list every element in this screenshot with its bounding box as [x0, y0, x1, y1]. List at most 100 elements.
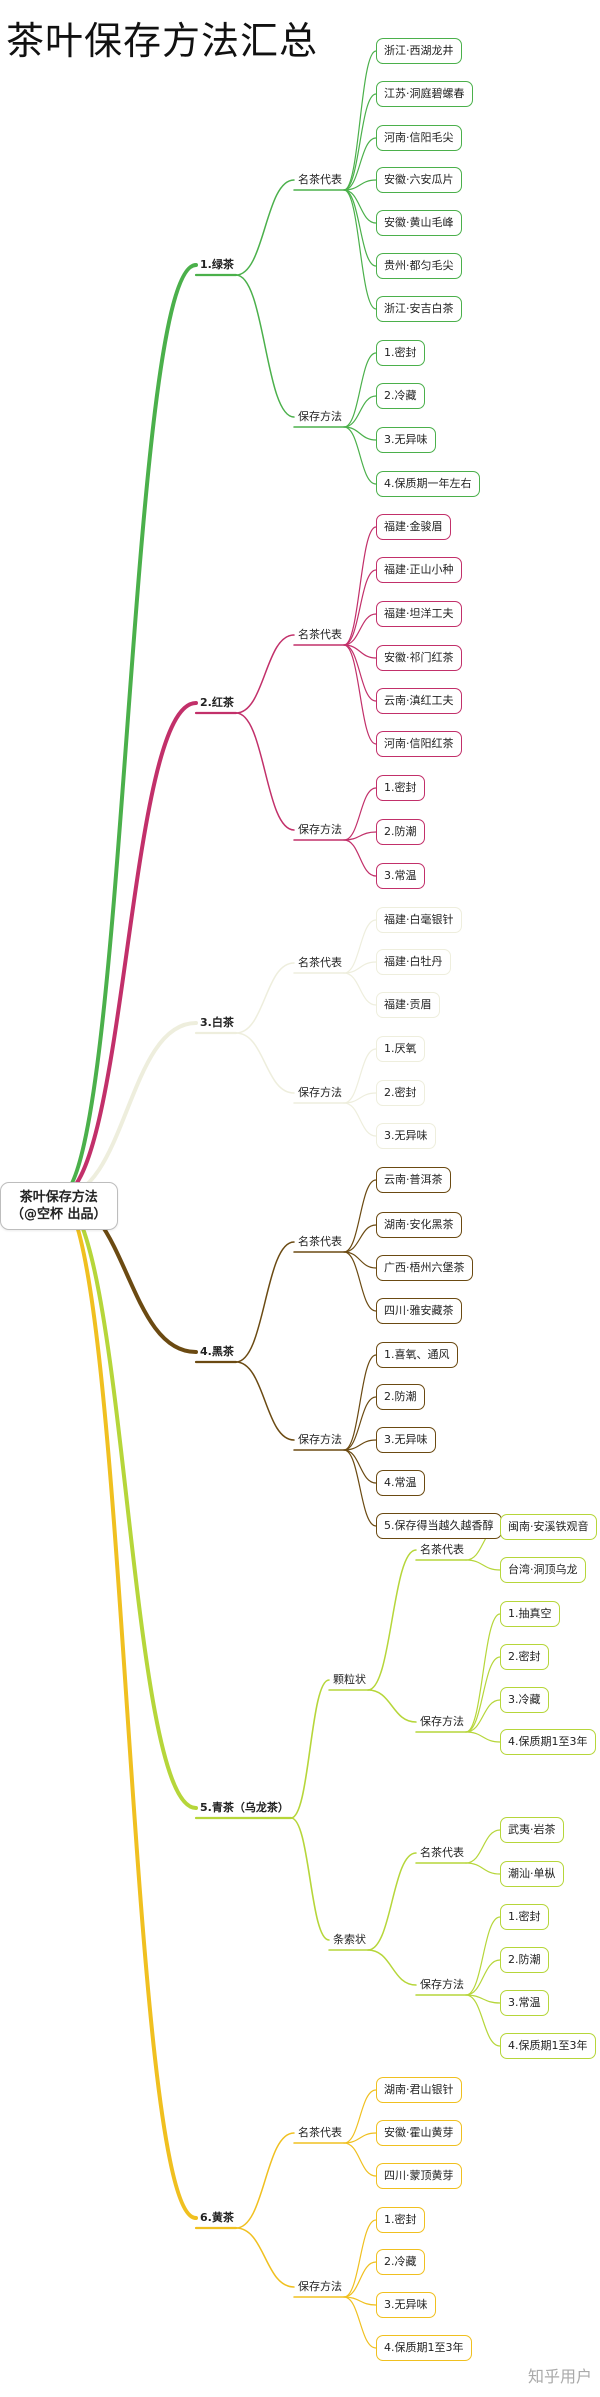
branch-black-item-0-2[interactable]: 广西·梧州六堡茶 — [376, 1255, 473, 1281]
branch-oolong-sub-0-item-1-0[interactable]: 1.抽真空 — [500, 1601, 560, 1627]
branch-oolong-sub-1-item-1-2[interactable]: 3.常温 — [500, 1990, 549, 2016]
branch-oolong-sub-1-item-1-0[interactable]: 1.密封 — [500, 1904, 549, 1930]
branch-black-item-link-1-4 — [343, 1449, 377, 1527]
branch-black-item-0-1[interactable]: 湖南·安化黑茶 — [376, 1212, 462, 1238]
branch-black[interactable]: 4.黑茶 — [200, 1345, 234, 1358]
branch-oolong-sub-0-item-1-1[interactable]: 2.密封 — [500, 1644, 549, 1670]
branch-red-item-0-3[interactable]: 安徽·祁门红茶 — [376, 645, 462, 671]
branch-yellow-item-link-0-1 — [343, 2132, 377, 2144]
branch-oolong-sub-1-item-1-1[interactable]: 2.防潮 — [500, 1947, 549, 1973]
branch-oolong[interactable]: 5.青茶（乌龙茶） — [200, 1801, 289, 1814]
branch-white-item-0-2[interactable]: 福建·贡眉 — [376, 992, 440, 1018]
branch-green-group-1[interactable]: 保存方法 — [298, 410, 342, 423]
branch-yellow-item-1-3[interactable]: 4.保质期1至3年 — [376, 2335, 472, 2361]
branch-white-group-0[interactable]: 名茶代表 — [298, 956, 342, 969]
watermark: 知乎用户 — [527, 2367, 592, 2386]
branch-red-link-1 — [235, 712, 295, 831]
branch-white-link-0 — [235, 962, 295, 1034]
branch-red-item-1-1[interactable]: 2.防潮 — [376, 819, 425, 845]
branch-yellow-item-0-1[interactable]: 安徽·霍山黄芽 — [376, 2120, 462, 2146]
branch-green-item-0-4[interactable]: 安徽·黄山毛峰 — [376, 210, 462, 236]
branch-oolong-sub-0-group-0[interactable]: 名茶代表 — [420, 1543, 464, 1556]
branch-green-item-0-0[interactable]: 浙江·西湖龙井 — [376, 38, 462, 64]
branch-green-item-0-5[interactable]: 贵州·都匀毛尖 — [376, 253, 462, 279]
branch-white-item-0-1[interactable]: 福建·白牡丹 — [376, 949, 451, 975]
branch-yellow[interactable]: 6.黄茶 — [200, 2211, 234, 2224]
branch-red-item-1-0[interactable]: 1.密封 — [376, 775, 425, 801]
branch-red[interactable]: 2.红茶 — [200, 696, 234, 709]
branch-white-item-link-0-1 — [343, 961, 377, 974]
branch-red-item-link-0-5 — [343, 644, 377, 745]
branch-oolong-sub-1-item-0-0[interactable]: 武夷·岩茶 — [500, 1817, 564, 1843]
branch-red-item-0-0[interactable]: 福建·金骏眉 — [376, 514, 451, 540]
branch-white[interactable]: 3.白茶 — [200, 1016, 234, 1029]
branch-yellow-item-0-0[interactable]: 湖南·君山银针 — [376, 2077, 462, 2103]
branch-green-item-0-6[interactable]: 浙江·安吉白茶 — [376, 296, 462, 322]
branch-oolong-sub-1-item-link-1-2 — [465, 1994, 501, 2004]
branch-black-link-0 — [235, 1241, 295, 1363]
branch-green-item-1-2[interactable]: 3.无异味 — [376, 427, 436, 453]
branch-red-item-link-0-4 — [343, 644, 377, 702]
branch-green[interactable]: 1.绿茶 — [200, 258, 234, 271]
branch-oolong-sub-0-item-1-3[interactable]: 4.保质期1至3年 — [500, 1729, 596, 1755]
branch-oolong-sub-1-item-1-3[interactable]: 4.保质期1至3年 — [500, 2033, 596, 2059]
branch-black-link-1 — [235, 1361, 295, 1441]
branch-green-group-0[interactable]: 名茶代表 — [298, 173, 342, 186]
branch-yellow-item-1-0[interactable]: 1.密封 — [376, 2207, 425, 2233]
branch-green-item-0-1[interactable]: 江苏·洞庭碧螺春 — [376, 81, 473, 107]
branch-green-item-1-1[interactable]: 2.冷藏 — [376, 383, 425, 409]
branch-oolong-sub-0[interactable]: 颗粒状 — [333, 1673, 366, 1686]
branch-oolong-sub-0-group-1[interactable]: 保存方法 — [420, 1715, 464, 1728]
branch-yellow-item-0-2[interactable]: 四川·蒙顶黄芽 — [376, 2163, 462, 2189]
branch-black-item-1-1[interactable]: 2.防潮 — [376, 1384, 425, 1410]
branch-oolong-sub-1[interactable]: 条索状 — [333, 1933, 366, 1946]
branch-green-item-1-3[interactable]: 4.保质期一年左右 — [376, 471, 480, 497]
branch-white-item-0-0[interactable]: 福建·白毫银针 — [376, 907, 462, 933]
branch-black-item-0-0[interactable]: 云南·普洱茶 — [376, 1167, 451, 1193]
branch-white-item-1-1[interactable]: 2.密封 — [376, 1080, 425, 1106]
branch-black-group-0[interactable]: 名茶代表 — [298, 1235, 342, 1248]
branch-oolong-sub-1-item-0-1[interactable]: 潮汕·单枞 — [500, 1861, 564, 1887]
branch-black-item-1-4[interactable]: 5.保存得当越久越香醇 — [376, 1513, 502, 1539]
branch-green-item-1-0[interactable]: 1.密封 — [376, 340, 425, 366]
branch-green-item-0-2[interactable]: 河南·信阳毛尖 — [376, 125, 462, 151]
branch-red-item-0-2[interactable]: 福建·坦洋工夫 — [376, 601, 462, 627]
page-title: 茶叶保存方法汇总 — [6, 19, 319, 63]
branch-green-item-0-3[interactable]: 安徽·六安瓜片 — [376, 167, 462, 193]
branch-black-item-1-3[interactable]: 4.常温 — [376, 1470, 425, 1496]
branch-red-item-0-4[interactable]: 云南·滇红工夫 — [376, 688, 462, 714]
branch-black-item-1-0[interactable]: 1.喜氧、通风 — [376, 1342, 458, 1368]
branch-black-item-link-0-1 — [343, 1224, 377, 1253]
branch-red-item-1-2[interactable]: 3.常温 — [376, 863, 425, 889]
branch-white-item-link-1-1 — [343, 1092, 377, 1104]
branch-red-group-0[interactable]: 名茶代表 — [298, 628, 342, 641]
branch-black-group-1[interactable]: 保存方法 — [298, 1433, 342, 1446]
branch-link-yellow — [56, 1195, 198, 2220]
branch-white-item-link-1-0 — [343, 1048, 377, 1104]
branch-yellow-group-1[interactable]: 保存方法 — [298, 2280, 342, 2293]
branch-black-item-link-1-3 — [343, 1449, 377, 1484]
branch-oolong-sub-1-group-0[interactable]: 名茶代表 — [420, 1846, 464, 1859]
branch-red-item-0-1[interactable]: 福建·正山小种 — [376, 557, 462, 583]
branch-oolong-sub-0-item-0-1[interactable]: 台湾·洞顶乌龙 — [500, 1557, 586, 1583]
branch-yellow-item-link-1-1 — [343, 2261, 377, 2298]
branch-oolong-sub-1-group-1[interactable]: 保存方法 — [420, 1978, 464, 1991]
branch-green-item-link-0-2 — [343, 137, 377, 191]
branch-red-item-0-5[interactable]: 河南·信阳红茶 — [376, 731, 462, 757]
branch-black-item-1-2[interactable]: 3.无异味 — [376, 1427, 436, 1453]
branch-oolong-sub-0-item-link-0-1 — [465, 1559, 501, 1571]
branch-black-item-0-3[interactable]: 四川·雅安藏茶 — [376, 1298, 462, 1324]
branch-oolong-sub-0-item-link-1-3 — [465, 1731, 501, 1743]
branch-white-item-1-2[interactable]: 3.无异味 — [376, 1123, 436, 1149]
branch-white-item-1-0[interactable]: 1.厌氧 — [376, 1036, 425, 1062]
branch-yellow-item-1-2[interactable]: 3.无异味 — [376, 2292, 436, 2318]
root-node[interactable]: 茶叶保存方法 （@空杯 出品） — [0, 1181, 118, 1230]
branch-oolong-sub-0-item-0-0[interactable]: 闽南·安溪铁观音 — [500, 1514, 597, 1540]
branch-red-group-1[interactable]: 保存方法 — [298, 823, 342, 836]
branch-oolong-sub-0-item-1-2[interactable]: 3.冷藏 — [500, 1687, 549, 1713]
branch-white-item-link-0-0 — [343, 919, 377, 974]
branch-white-group-1[interactable]: 保存方法 — [298, 1086, 342, 1099]
branch-yellow-group-0[interactable]: 名茶代表 — [298, 2126, 342, 2139]
branch-green-item-link-1-0 — [343, 352, 377, 428]
branch-yellow-item-1-1[interactable]: 2.冷藏 — [376, 2249, 425, 2275]
